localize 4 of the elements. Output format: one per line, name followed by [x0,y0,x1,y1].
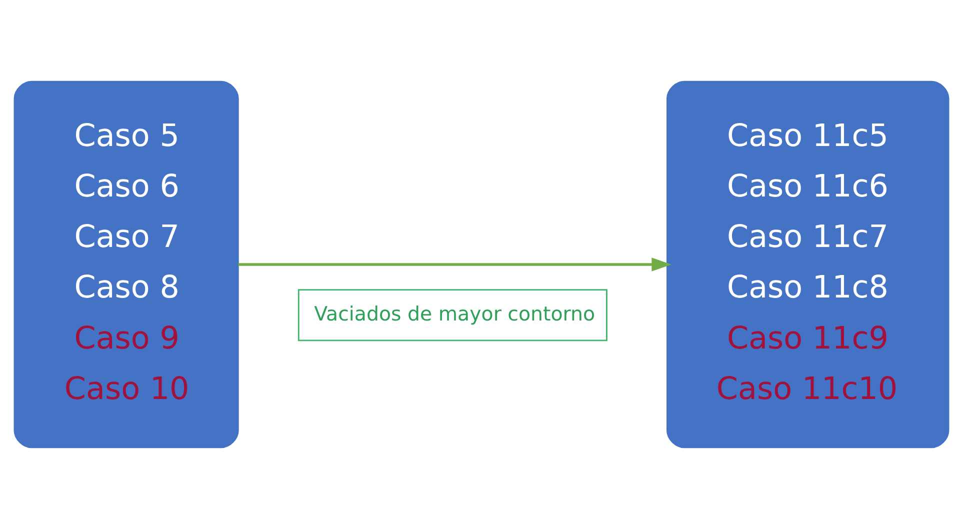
node-box: Caso 11c5 Caso 11c6 Caso 11c7 Caso 11c8 Caso 11c9 Caso 11c10 [666,80,950,448]
node-box: Caso 5 Caso 6 Caso 7 Caso 8 Caso 9 Caso 10 [14,80,239,448]
arrow [238,258,672,272]
node-box: Vaciados de mayor contorno [298,289,608,342]
